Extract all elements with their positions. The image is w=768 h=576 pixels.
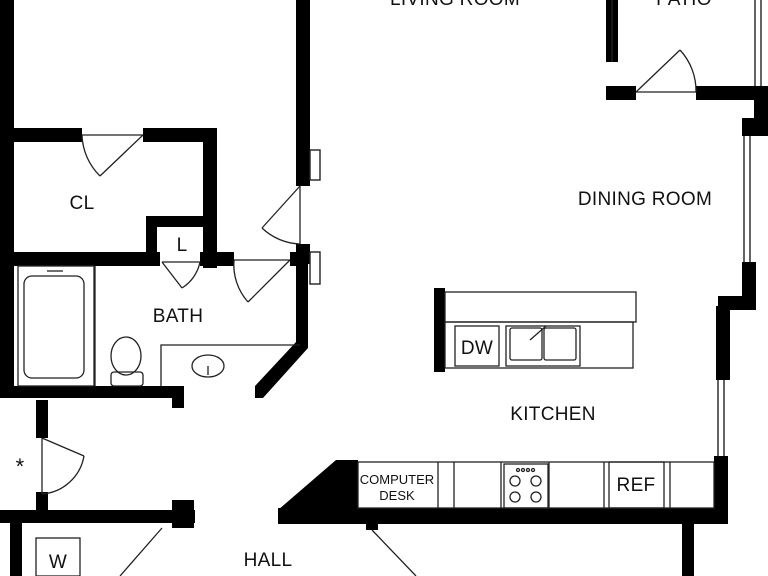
wall-laundry-left xyxy=(10,520,22,576)
label-living-room: LIVING ROOM xyxy=(390,0,520,10)
tub-outline xyxy=(17,265,95,387)
wall-bath-top-right xyxy=(290,252,304,266)
wall-laundry-top xyxy=(0,510,195,523)
door-bedroom xyxy=(261,185,301,245)
island-cabinets xyxy=(444,321,634,369)
wall-patio-bottom-right xyxy=(696,86,768,100)
toilet-bowl xyxy=(110,336,142,376)
wall-dining-corner-upper xyxy=(742,118,768,136)
labels: LIVING ROOM PATIO DINING ROOM CL L BATH … xyxy=(16,0,712,573)
range-stove xyxy=(503,463,549,509)
bathtub xyxy=(23,275,85,379)
wall-hall-right xyxy=(682,518,694,576)
wall-laundry-post xyxy=(172,500,194,528)
label-computer-desk-line2: DESK xyxy=(379,488,415,503)
wall-kitchen-angle xyxy=(278,460,358,512)
toilet-tank xyxy=(110,371,144,387)
door-hall-closet xyxy=(41,437,85,495)
wall-closet-top-left xyxy=(0,128,82,142)
wall-bath-angle xyxy=(255,342,308,398)
wall-bath-top-mid xyxy=(200,252,234,266)
label-refrigerator: REF xyxy=(617,475,656,496)
island-counter xyxy=(444,291,637,323)
refrigerator-box xyxy=(608,461,665,509)
sink-cabinet xyxy=(505,325,581,367)
wall-kitchen-bottom xyxy=(278,508,728,524)
label-patio: PATIO xyxy=(656,0,712,10)
doors xyxy=(41,49,697,576)
wall-bath-right xyxy=(296,255,308,345)
door-hall xyxy=(371,529,417,576)
wall-bath-top-left xyxy=(0,252,160,266)
wall-hall-door-post xyxy=(366,518,378,530)
wall-closet-top-right xyxy=(143,128,217,142)
door-closet xyxy=(81,134,144,177)
kitchen-fixtures xyxy=(35,291,715,576)
sink-basin xyxy=(191,354,225,378)
label-linen: L xyxy=(177,235,188,256)
window-living-lower xyxy=(309,251,321,285)
sink-faucet xyxy=(529,325,547,341)
label-closet: CL xyxy=(70,193,95,214)
wall-kitchen-right-upper xyxy=(716,306,730,380)
window-living-upper xyxy=(309,149,321,181)
vanity-counter xyxy=(160,344,300,386)
windows xyxy=(309,0,762,456)
label-washer: W xyxy=(49,552,67,573)
wall-bath-stub xyxy=(172,386,184,408)
wall-kitchen-right-lower xyxy=(714,456,728,524)
washer-box xyxy=(35,537,81,576)
label-kitchen: KITCHEN xyxy=(510,404,596,425)
bath-fixtures xyxy=(17,265,300,387)
wall-patio-bottom-left xyxy=(606,86,636,100)
wall-linen-top xyxy=(146,216,206,227)
dishwasher-box xyxy=(454,325,500,367)
wall-left-upper xyxy=(0,0,14,396)
wall-hall-left-upper xyxy=(36,400,48,438)
wall-bedroom-right xyxy=(296,0,310,186)
door-linen xyxy=(161,261,201,289)
label-dining-room: DINING ROOM xyxy=(578,189,712,210)
sink-bowl-left xyxy=(509,327,543,361)
sink-bowl-right xyxy=(543,327,577,361)
wall-bath-bottom xyxy=(0,386,178,398)
door-bath xyxy=(233,259,291,303)
label-bath: BATH xyxy=(153,306,203,327)
note-marker: * xyxy=(16,454,25,479)
wall-island-end xyxy=(434,288,445,372)
door-laundry xyxy=(119,527,163,576)
wall-closet-right xyxy=(203,128,217,268)
door-patio xyxy=(635,49,697,93)
label-hall: HALL xyxy=(244,550,293,571)
label-dishwasher: DW xyxy=(461,338,493,359)
wall-linen-left xyxy=(146,216,157,262)
label-computer-desk-line1: COMPUTER xyxy=(360,472,434,487)
